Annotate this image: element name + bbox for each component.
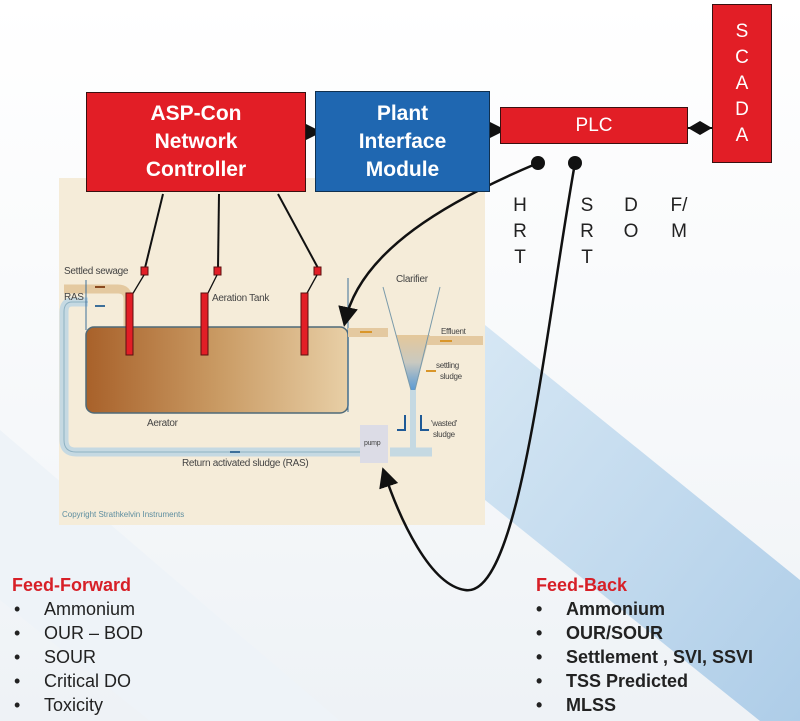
list-item: • Critical DO [12,669,143,693]
hrt-feedback-line [338,161,539,327]
letter: D [624,195,638,216]
aeration-tank [85,326,349,414]
plc-output-srt: S R T [577,193,597,271]
bullet-icon: • [536,623,543,643]
letter: S [580,195,594,216]
list-item: • Toxicity [12,693,143,717]
clarifier-label: Clarifier [396,274,428,285]
srt-feedback-line [379,162,577,592]
probe-3 [277,193,322,356]
plc-block[interactable]: PLC [500,107,688,144]
effluent-pipe-right [425,336,483,345]
item-label: Ammonium [566,599,665,619]
bullet-icon: • [14,623,21,643]
aerator-label: Aerator [147,418,178,429]
plc-output-do: D O [621,193,641,245]
interface-line-2: Interface [358,129,447,153]
plc-scada-link [688,121,712,135]
list-item: • TSS Predicted [534,669,753,693]
item-label: MLSS [566,695,617,715]
item-label: Settlement , SVI, SSVI [566,647,754,667]
list-item: • MLSS [534,693,753,717]
wasted-sludge-label-1: 'wasted' [431,419,458,428]
wasted-arrow-left [397,415,406,431]
scada-block[interactable]: S C A D A [712,4,772,163]
list-item: • OUR/SOUR [534,621,753,645]
bullet-icon: • [14,671,21,691]
interface-line-3: Module [365,157,440,181]
probe-2 [200,193,222,356]
asp-con-network-controller-block[interactable]: ASP-Con Network Controller [86,92,306,192]
wasted-arrow-right [420,415,429,431]
item-label: Critical DO [44,671,132,691]
ras-pipe-outline [63,301,360,453]
wasted-sludge-label-2: sludge [433,430,455,439]
copyright-label: Copyright Strathkelvin Instruments [62,510,185,519]
interface-line-1: Plant [376,101,429,125]
plc-label: PLC [575,114,613,136]
scada-letter: S [735,20,749,42]
letter: T [514,247,526,268]
list-item: • Ammonium [12,597,143,621]
ras-label: RAS [64,292,84,303]
controller-line-3: Controller [145,158,247,181]
bullet-icon: • [14,599,21,619]
bullet-icon: • [536,671,543,691]
item-label: Toxicity [44,695,104,715]
bullet-icon: • [14,695,21,715]
feed-back-list: • Ammonium • OUR/SOUR • Settlement , SVI, S… [534,597,753,717]
list-item: • Ammonium [534,597,753,621]
settling-sludge-label-2: sludge [440,372,462,381]
list-item: • Settlement , SVI, SSVI [534,645,753,669]
bullet-icon: • [14,647,21,667]
feed-forward-list: •Ammonium •OUR – BOD •SOUR •Critical DO … [12,597,143,717]
plant-interface-module-block[interactable]: Plant Interface Module [315,91,490,192]
clarifier-wall-left [382,286,412,391]
item-label: OUR/SOUR [566,623,664,643]
scada-letter: D [735,98,749,120]
letter: R [513,221,527,242]
feed-back-title: Feed-Back [536,575,628,595]
return-sludge-label: Return activated sludge (RAS) [182,458,309,469]
scada-letter: A [735,72,749,94]
letter: F/ [670,195,688,216]
settling-sludge-label-1: settling [436,361,459,370]
item-label: OUR – BOD [44,623,144,643]
item-label: TSS Predicted [566,671,689,691]
controller-line-1: ASP-Con [150,102,242,125]
clarifier-fill [396,335,430,390]
blue-diagonal-stripe [485,325,800,721]
pump-label: pump [364,440,381,447]
clarifier-outlet [410,390,416,452]
letter: M [671,221,687,242]
letter: R [580,221,594,242]
probe-1 [125,193,164,356]
item-label: SOUR [44,647,97,667]
bullet-icon: • [536,695,543,715]
scada-letter: C [735,46,749,68]
clarifier-wall-right [414,286,441,391]
aeration-tank-label: Aeration Tank [212,293,270,304]
plc-output-fm: F/ M [666,193,692,245]
letter: H [513,195,527,216]
bullet-icon: • [536,599,543,619]
bullet-icon: • [536,647,543,667]
scada-letter: A [735,124,749,146]
item-label: Ammonium [44,599,136,619]
list-item: • OUR – BOD [12,621,143,645]
feed-forward-title: Feed-Forward [12,575,132,595]
controller-line-2: Network [154,130,238,153]
pump [360,425,388,463]
letter: T [581,247,593,268]
plc-output-hrt: H R T [510,193,530,271]
letter: O [623,221,639,242]
effluent-label: Effluent [441,327,466,336]
list-item: • SOUR [12,645,143,669]
settled-sewage-label: Settled sewage [64,266,129,277]
